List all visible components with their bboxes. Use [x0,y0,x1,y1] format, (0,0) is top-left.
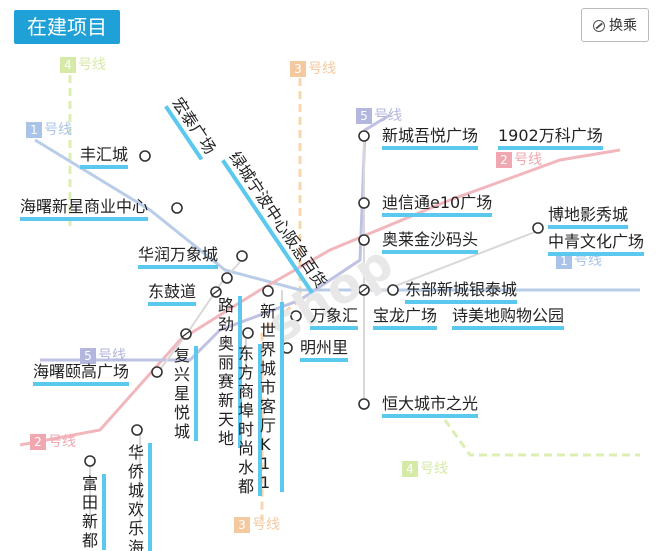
line-tag-label: 号线 [374,108,402,124]
transfer-markers [181,286,369,338]
station-marker [171,202,183,214]
line-tag-number: 3 [290,61,306,77]
station-donggudao[interactable]: 东鼓道 [148,282,197,306]
station-1902-vanke[interactable]: 1902万科广场 [498,126,603,150]
line-1-route [34,138,640,292]
line-tag-label: 号线 [420,461,448,477]
station-marker [290,310,302,322]
transfer-button-label: 换乘 [609,18,637,34]
line-tag-number: 3 [234,517,250,533]
station-marker [358,398,370,410]
station-marker [221,272,233,284]
line-tag-label: 号线 [308,61,336,77]
station-haishu-xinxing[interactable]: 海曙新星商业中心 [20,197,149,221]
station-marker [242,327,254,339]
line-tag-number: 1 [556,253,572,269]
line-tag-label: 号线 [48,434,76,450]
station-marker [236,250,248,262]
station-marker [151,366,163,378]
line-tag-label: 号线 [78,57,106,73]
line-tag-number: 2 [30,434,46,450]
station-marker [532,222,544,234]
station-marker [131,424,143,436]
station-lujin-aolisai[interactable]: 路劲奥丽赛新天地 [218,296,242,448]
line-tag-number: 2 [496,152,512,168]
station-dongfang-shangbu[interactable]: 东方商埠时尚水都 [238,344,262,496]
line-tag-label: 号线 [514,152,542,168]
station-marker [358,197,370,209]
station-xincheng-wuyue[interactable]: 新城吾悦广场 [382,126,479,150]
station-marker [84,455,96,467]
station-wanxianghui[interactable]: 万象汇 [310,306,359,330]
line-tag-number: 4 [402,461,418,477]
page-title: 在建项目 [14,10,120,44]
station-hengda[interactable]: 恒大城市之光 [382,394,479,418]
station-marker [139,150,151,162]
station-marker [387,284,399,296]
line-tag-number: 1 [26,122,42,138]
line-3-route [260,78,302,520]
line-tag-label: 号线 [44,122,72,138]
station-marker [358,234,370,246]
station-baolong[interactable]: 宝龙广场 [373,306,438,330]
station-huarun-wanxiang[interactable]: 华润万象城 [138,245,219,269]
line-tag-label: 号线 [98,348,126,364]
line-4-route [68,75,640,457]
station-dixintong[interactable]: 迪信通e10广场 [382,193,493,217]
line-tag-label: 号线 [574,253,602,269]
station-aolai[interactable]: 奥莱金沙码头 [382,230,479,254]
station-haishu-yigao[interactable]: 海曙颐高广场 [33,362,130,386]
station-zhongqing[interactable]: 中青文化广场 [548,232,645,256]
line-tag-number: 5 [356,108,372,124]
station-fuxing-xingyue[interactable]: 复兴星悦城 [174,346,198,441]
station-dongbu-yintai[interactable]: 东部新城银泰城 [405,280,518,304]
transfer-button[interactable]: 换乘 [581,8,649,42]
station-futian-xindu[interactable]: 富田新都 [82,474,106,550]
line-tag-number: 5 [80,348,96,364]
line-2-route [19,148,621,447]
line-tag-label: 号线 [252,517,280,533]
transfer-icon [593,20,605,32]
station-marker [358,130,370,142]
station-marker [262,285,274,297]
station-shimeidi[interactable]: 诗美地购物公园 [452,306,565,330]
station-fenghuicheng[interactable]: 丰汇城 [80,145,129,169]
line-tag-number: 4 [60,57,76,73]
station-huaqiao-huanlehai[interactable]: 华侨城欢乐海 [128,443,152,551]
station-xinshijie-k11[interactable]: 新世界城市客厅K11 [260,302,284,492]
station-bodi[interactable]: 博地影秀城 [548,205,629,229]
station-mingzhouli[interactable]: 明州里 [300,338,349,362]
